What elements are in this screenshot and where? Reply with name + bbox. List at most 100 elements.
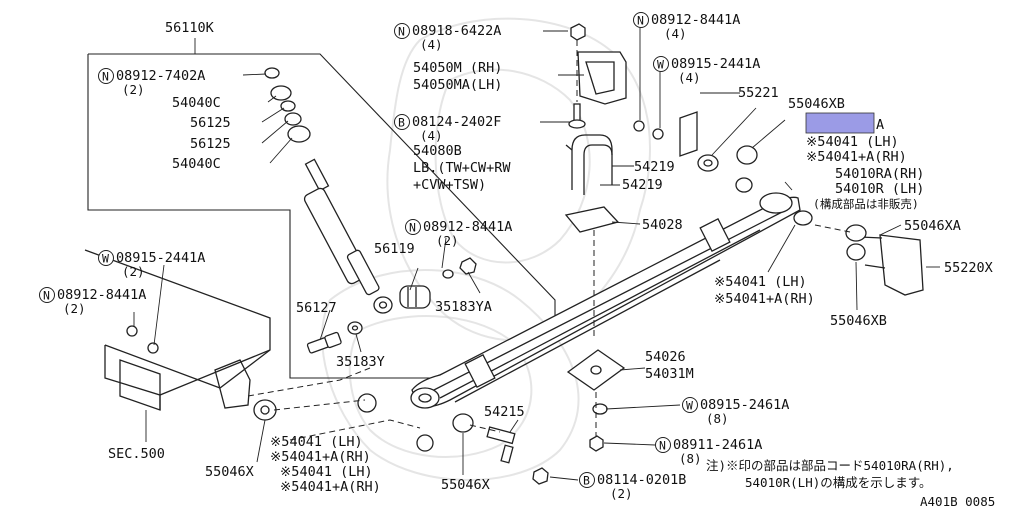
- prefix-mark-w: W: [653, 56, 669, 72]
- prefix-mark-n: N: [98, 68, 114, 84]
- bushing-55046XA[interactable]: [845, 224, 867, 242]
- label-08912-8441A-mid: 08912-8441A: [423, 219, 512, 235]
- label-56125-b: 56125: [190, 136, 231, 152]
- bolt-08124-2402F[interactable]: [568, 103, 586, 129]
- label-08911-2461A: 08911-2461A: [673, 437, 762, 453]
- note-line-2: 54010R(LH)の構成を示します。: [745, 475, 932, 490]
- label-08912-8441A-left: 08912-8441A: [57, 287, 146, 303]
- frame-rail-sec500: [84, 249, 271, 411]
- spacer-54026[interactable]: [566, 349, 626, 391]
- assembly-guides: [247, 40, 851, 441]
- label-A: A: [876, 117, 884, 133]
- u-bolt-54219[interactable]: [565, 134, 613, 195]
- label-08918-6422A-qty: (4): [420, 37, 443, 52]
- label-08915-2461A-qty: (8): [706, 411, 729, 426]
- prefix-mark-b: B: [394, 114, 410, 130]
- bushing-54041-top[interactable]: [735, 145, 758, 193]
- label-54010RA: 54010RA(RH): [835, 166, 924, 182]
- nut-08911-2461A[interactable]: [589, 435, 604, 452]
- part-labels: 56110K 08912-7402A (2) 54040C 56125 5612…: [57, 12, 995, 509]
- prefix-mark-group: N N B N W N W N W N B: [39, 12, 698, 488]
- bushing-55046X-left[interactable]: [253, 399, 277, 421]
- prefix-mark-n: N: [655, 437, 671, 453]
- label-54010R: 54010R (LH): [835, 181, 924, 197]
- figure-code: A401B 0085: [920, 494, 995, 509]
- label-54215: 54215: [484, 404, 525, 420]
- label-56110K: 56110K: [165, 20, 215, 36]
- label-54041-lh-r: ※54041 (LH): [714, 274, 807, 290]
- nut-35183YA[interactable]: [459, 257, 477, 275]
- label-54041A-rh-bl: ※54041+A(RH): [270, 449, 371, 465]
- label-08912-7402A-qty: (2): [122, 82, 145, 97]
- label-08918-6422A: 08918-6422A: [412, 23, 501, 39]
- nut-08912-8441A-mid[interactable]: [442, 269, 454, 279]
- label-08911-2461A-qty: (8): [679, 451, 702, 466]
- label-54219-a: 54219: [634, 159, 675, 175]
- shock-top-mount-stack[interactable]: [264, 67, 311, 143]
- nut-08918-6422A[interactable]: [570, 23, 586, 41]
- label-54028: 54028: [642, 217, 683, 233]
- label-08915-2441A-top: 08915-2441A: [671, 56, 760, 72]
- bushing-55046XB-right[interactable]: [846, 243, 866, 261]
- label-54080B-lb: LB.(TW+CW+RW: [413, 160, 511, 176]
- bushing-56119[interactable]: [399, 285, 431, 309]
- plate-54028[interactable]: [564, 206, 620, 233]
- bracket-54050M[interactable]: [577, 51, 627, 105]
- shackle-55220X[interactable]: [859, 234, 924, 296]
- label-08912-8441A-top-qty: (4): [664, 26, 687, 41]
- label-08124-2402F: 08124-2402F: [412, 114, 501, 130]
- leaf-spring-54010R[interactable]: [410, 192, 801, 409]
- label-08114-0201B: 08114-0201B: [597, 472, 686, 488]
- prefix-mark-w: W: [682, 397, 698, 413]
- bolt-56127[interactable]: [306, 331, 342, 354]
- label-54041A-rh-r: ※54041+A(RH): [714, 291, 815, 307]
- shock-absorber-56110K[interactable]: [303, 158, 393, 314]
- label-08912-8441A-top: 08912-8441A: [651, 12, 740, 28]
- highlight-marker: [805, 112, 875, 134]
- pin-54215[interactable]: [486, 426, 516, 464]
- label-08114-0201B-qty: (2): [610, 486, 633, 501]
- prefix-mark-n: N: [39, 287, 55, 303]
- label-55046XA: 55046XA: [904, 218, 961, 234]
- label-not-sold: (構成部品は非販売): [813, 197, 919, 211]
- washer-08915-2441A-top[interactable]: [652, 128, 664, 140]
- label-08912-8441A-mid-qty: (2): [436, 233, 459, 248]
- nut-08912-8441A-top[interactable]: [633, 120, 645, 132]
- label-54041-lh-bl: ※54041 (LH): [270, 434, 363, 450]
- label-08912-8441A-left-qty: (2): [63, 301, 86, 316]
- svg-text:N: N: [659, 439, 666, 453]
- bushing-55046XB-top[interactable]: [697, 154, 719, 172]
- svg-text:B: B: [583, 474, 590, 488]
- bushing-55046X-bottom[interactable]: [452, 413, 474, 433]
- svg-text:N: N: [409, 221, 416, 235]
- bushing-54041-right[interactable]: [793, 210, 813, 226]
- label-08915-2441A-left-qty: (2): [122, 264, 145, 279]
- label-54040C-b: 54040C: [172, 156, 221, 172]
- washer-08915-2461A[interactable]: [592, 403, 608, 415]
- label-55220X: 55220X: [944, 260, 993, 276]
- label-08915-2441A-left: 08915-2441A: [116, 250, 205, 266]
- label-08124-2402F-qty: (4): [420, 128, 443, 143]
- label-54026: 54026: [645, 349, 686, 365]
- label-55046XB-top: 55046XB: [788, 96, 845, 112]
- bushing-54041-bottom[interactable]: [357, 393, 434, 452]
- washer-08915-2441A-left[interactable]: [147, 342, 159, 354]
- svg-text:B: B: [398, 116, 405, 130]
- bracket-55221[interactable]: [679, 111, 698, 157]
- prefix-mark-b: B: [579, 472, 595, 488]
- label-SEC500: SEC.500: [108, 446, 165, 462]
- label-54041A-rh-bl2: ※54041+A(RH): [280, 479, 381, 495]
- label-54041-lh-bl2: ※54041 (LH): [280, 464, 373, 480]
- bolt-08114-0201B[interactable]: [532, 467, 549, 485]
- svg-text:W: W: [686, 399, 693, 413]
- label-08915-2441A-top-qty: (4): [678, 70, 701, 85]
- label-55221: 55221: [738, 85, 779, 101]
- svg-text:N: N: [102, 70, 109, 84]
- svg-text:N: N: [637, 14, 644, 28]
- leader-lines: [133, 28, 940, 481]
- svg-text:N: N: [398, 25, 405, 39]
- label-54219-b: 54219: [622, 177, 663, 193]
- washer-35183Y[interactable]: [347, 321, 363, 335]
- nut-08912-8441A-left[interactable]: [126, 325, 138, 337]
